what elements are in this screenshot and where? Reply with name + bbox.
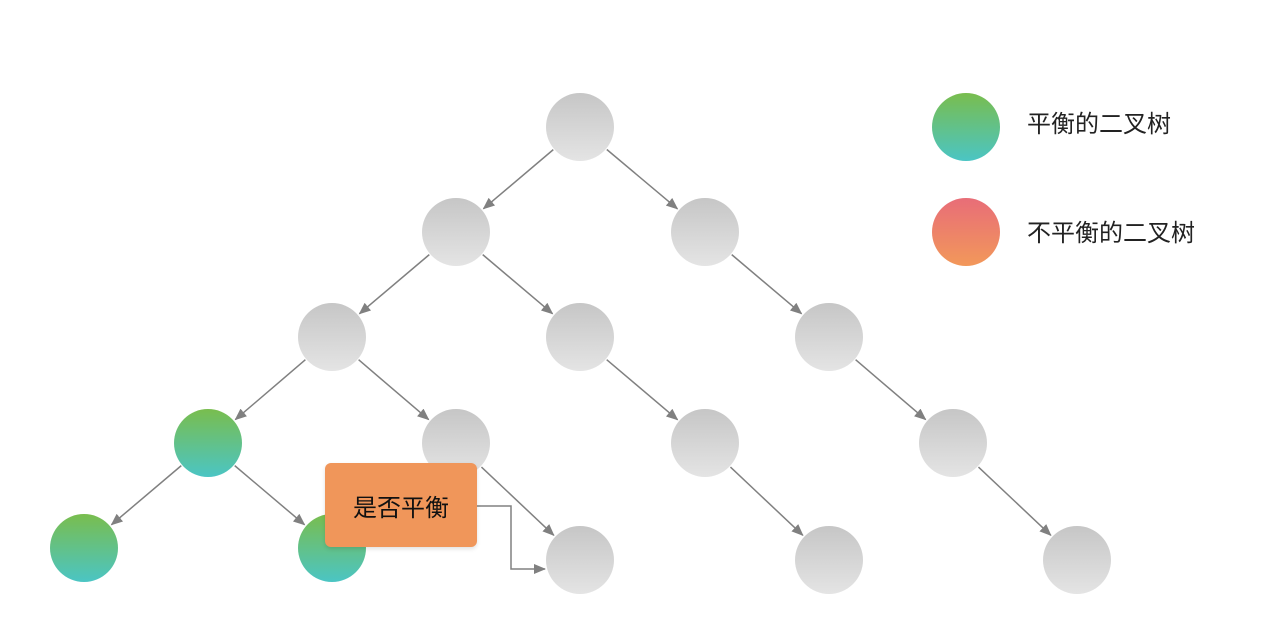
tree-edge-n3-n6 [731,254,803,315]
legend-unbalanced-label: 不平衡的二叉树 [1027,219,1195,247]
tree-node-n7 [174,409,242,477]
tree-edge-n1-n2 [482,149,554,210]
tree-node-n2 [422,198,490,266]
tree-edge-n8-n13 [480,466,555,536]
tree-node-n5 [546,303,614,371]
tree-edge-n9-n14 [729,466,804,536]
tree-node-n6 [795,303,863,371]
edges-layer [110,148,1052,536]
balance-check-box: 是否平衡 [325,463,477,547]
tree-edge-n5-n9 [606,359,679,421]
tree-edge-n2-n4 [358,254,430,315]
tree-node-n9 [671,409,739,477]
tree-edge-n10-n15 [977,466,1052,536]
nodes-layer [50,93,1111,594]
legend-unbalanced-swatch [932,198,1000,266]
legend-balanced-label: 平衡的二叉树 [1027,110,1171,138]
tree-node-n14 [795,526,863,594]
check-connector-arrow [477,505,546,574]
tree-node-n8 [422,409,490,477]
tree-node-n1 [546,93,614,161]
tree-edge-n4-n8 [358,359,430,421]
tree-edge-n2-n5 [482,254,554,315]
tree-edge-n7-n12 [234,465,306,526]
tree-node-n3 [671,198,739,266]
tree-edge-n4-n7 [234,359,306,421]
tree-node-n15 [1043,526,1111,594]
tree-node-n4 [298,303,366,371]
legend-balanced-swatch [932,93,1000,161]
tree-node-n11 [50,514,118,582]
legend [932,93,1000,266]
tree-edge-n7-n11 [110,465,182,526]
tree-edge-n6-n10 [855,359,927,421]
tree-node-n10 [919,409,987,477]
tree-node-n13 [546,526,614,594]
tree-edge-n1-n3 [606,148,679,210]
